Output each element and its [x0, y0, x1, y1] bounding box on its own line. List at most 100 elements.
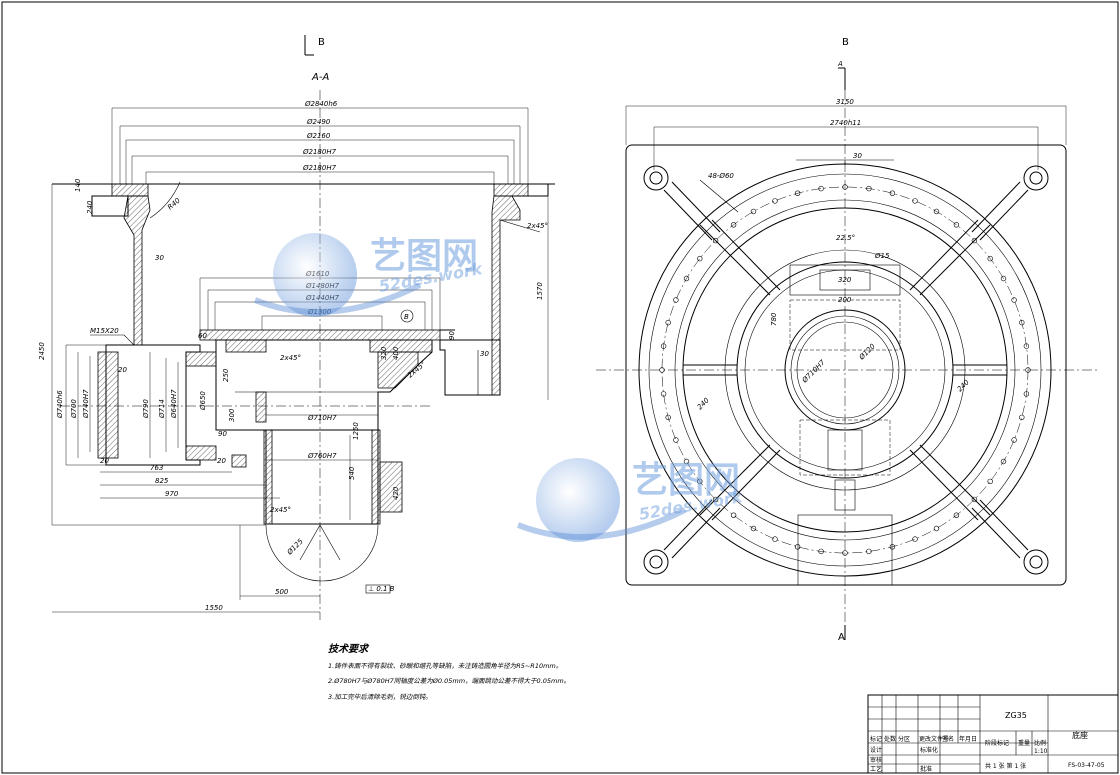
- left-wall-section: [123, 195, 151, 346]
- bolt-hole: [683, 458, 690, 465]
- watermark-bottom: 艺图网 52des.work: [516, 458, 745, 542]
- view-b: B A A 3150 2740h11: [596, 37, 1100, 643]
- svg-text:B: B: [404, 313, 409, 321]
- bolt-hole: [971, 496, 978, 503]
- svg-text:Ø120: Ø120: [857, 342, 877, 362]
- length-dims: 763 825 970 1550 500: [52, 464, 320, 613]
- svg-text:300: 300: [228, 408, 236, 422]
- bolt-hole: [730, 222, 737, 228]
- bolt-hole: [842, 550, 848, 556]
- svg-text:R40: R40: [166, 196, 182, 211]
- svg-text:标准化: 标准化: [920, 746, 938, 754]
- bolt-hole: [1025, 367, 1031, 373]
- svg-text:240: 240: [86, 200, 94, 214]
- bolt-hole: [772, 198, 778, 204]
- svg-text:60: 60: [198, 332, 207, 340]
- svg-text:Ø640H7: Ø640H7: [170, 389, 178, 419]
- svg-text:技术要求: 技术要求: [328, 643, 370, 655]
- top-diameter-dims: Ø2840h6 Ø2490 Ø2160 Ø2180H7 Ø2180H7: [111, 100, 529, 184]
- bolt-hole: [933, 208, 940, 215]
- svg-text:2740h11: 2740h11: [830, 119, 861, 127]
- svg-text:1.铸件表面不得有裂纹、砂眼和缩孔等缺陷，未注铸造圆角半径为: 1.铸件表面不得有裂纹、砂眼和缩孔等缺陷，未注铸造圆角半径为R5~R10mm。: [328, 662, 562, 670]
- flange-left-section: [111, 183, 149, 197]
- svg-text:共 1 张 第 1 张: 共 1 张 第 1 张: [985, 762, 1026, 770]
- section-view-a-a: A-A B Ø2840h6 Ø2490 Ø2160 Ø2180H7: [38, 35, 555, 620]
- svg-text:20: 20: [118, 366, 127, 374]
- svg-text:2x45°: 2x45°: [527, 222, 548, 230]
- svg-text:3.加工完毕后清除毛刺，锐边倒钝。: 3.加工完毕后清除毛刺，锐边倒钝。: [328, 693, 432, 701]
- svg-text:970: 970: [165, 490, 179, 498]
- svg-text:ZG35: ZG35: [1005, 711, 1027, 720]
- svg-text:20: 20: [217, 457, 226, 465]
- svg-text:Ø2840h6: Ø2840h6: [304, 100, 338, 108]
- bolt-hole: [987, 478, 993, 485]
- svg-text:2450: 2450: [38, 342, 46, 360]
- svg-text:320: 320: [380, 346, 388, 360]
- svg-text:更改文件号: 更改文件号: [919, 735, 949, 743]
- svg-text:2.Ø780H7与Ø780H7同轴度公差为Ø0.05mm，端: 2.Ø780H7与Ø780H7同轴度公差为Ø0.05mm，端面跳动公差不得大于0…: [328, 677, 570, 685]
- svg-text:设计: 设计: [870, 746, 882, 754]
- svg-text:工艺: 工艺: [870, 765, 882, 773]
- svg-text:Ø15: Ø15: [874, 252, 890, 260]
- svg-text:⊥ 0.1 B: ⊥ 0.1 B: [368, 585, 395, 593]
- svg-text:3150: 3150: [836, 98, 854, 106]
- bolt-hole: [971, 237, 978, 244]
- watermark-top: 艺图网 52des.work: [253, 233, 485, 317]
- svg-text:比例: 比例: [1034, 739, 1046, 747]
- svg-text:Ø740H7: Ø740H7: [82, 389, 90, 419]
- svg-text:Ø125: Ø125: [285, 537, 305, 557]
- svg-text:30: 30: [480, 350, 489, 358]
- right-wall-section: [491, 195, 521, 396]
- bolt-hole: [697, 255, 703, 262]
- bottom-arc: [265, 524, 379, 582]
- svg-text:200: 200: [838, 296, 852, 304]
- svg-text:Ø760H7: Ø760H7: [307, 452, 337, 460]
- svg-text:底座: 底座: [1072, 730, 1088, 740]
- svg-text:780: 780: [770, 312, 778, 326]
- bolt-hole: [866, 548, 872, 555]
- svg-text:艺图网: 艺图网: [370, 236, 478, 277]
- svg-text:年月日: 年月日: [959, 735, 977, 743]
- svg-text:阶段标记: 阶段标记: [985, 739, 1009, 747]
- svg-text:Ø740h6: Ø740h6: [56, 390, 64, 419]
- mid-flange-section: [199, 329, 441, 341]
- svg-text:处数: 处数: [884, 735, 896, 743]
- svg-text:Ø790: Ø790: [142, 399, 150, 419]
- bolt-hole: [673, 437, 679, 443]
- svg-text:重量: 重量: [1018, 739, 1030, 747]
- svg-text:2x45°: 2x45°: [270, 506, 291, 514]
- title-block: 标记 处数 分区 更改文件号 签名 年月日 设计 审核 工艺 标准化 批准 ZG…: [867, 694, 1119, 774]
- corner-lugs: [643, 165, 1049, 575]
- bolt-hole: [665, 414, 671, 421]
- bolt-hole: [1011, 297, 1017, 303]
- svg-text:标记: 标记: [870, 735, 882, 743]
- bolt-hole: [730, 512, 737, 518]
- svg-text:批准: 批准: [920, 765, 932, 773]
- bolt-hole: [842, 184, 848, 190]
- bolt-hole: [659, 367, 665, 373]
- svg-text:240: 240: [696, 396, 711, 411]
- bolt-hole: [866, 185, 872, 192]
- svg-text:1570: 1570: [536, 282, 544, 300]
- svg-text:Ø2490: Ø2490: [306, 118, 331, 126]
- svg-text:Ø650: Ø650: [199, 391, 207, 411]
- svg-text:2x45°: 2x45°: [280, 354, 301, 362]
- svg-text:48-Ø60: 48-Ø60: [708, 172, 734, 180]
- bolt-hole: [1023, 391, 1030, 397]
- svg-text:M15X20: M15X20: [90, 327, 119, 335]
- svg-text:艺图网: 艺图网: [632, 460, 740, 501]
- svg-text:140: 140: [74, 178, 82, 192]
- bolt-hole: [933, 525, 940, 532]
- svg-text:420: 420: [392, 486, 400, 500]
- bolt-hole: [794, 190, 801, 196]
- bolt-hole: [750, 208, 757, 215]
- bolt-hole: [665, 319, 671, 326]
- bolt-hole: [660, 391, 667, 397]
- svg-text:1:10: 1:10: [1034, 748, 1048, 755]
- view-label-b-right: B: [842, 37, 849, 48]
- svg-text:20: 20: [100, 457, 109, 465]
- bolt-hole: [912, 536, 918, 542]
- svg-text:A: A: [837, 60, 843, 68]
- flange-right-section: [493, 183, 529, 197]
